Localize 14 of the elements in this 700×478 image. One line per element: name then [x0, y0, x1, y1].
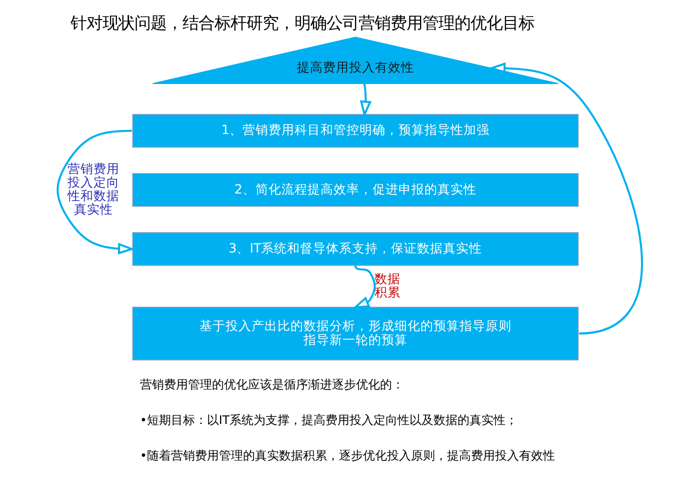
label: 营销费用管理的优化应该是循序渐进逐步优化的： [140, 377, 404, 392]
label: •随着营销费用管理的真实数据积累，逐步优化投入原则，提高费用投入有效性 [140, 448, 555, 462]
node-box: 基于投入产出比的数据分析，形成细化的预算指导原则 指导新一轮的预算 [132, 306, 579, 360]
arrow [352, 265, 376, 308]
edge-label: 数据积累 [374, 270, 401, 300]
arrow [56, 130, 135, 254]
arrow [360, 84, 372, 118]
edge-label: 营销费用投入定向性和数据真实性 [68, 160, 120, 217]
arrow [488, 62, 643, 335]
node-box: 2、简化流程提高效率，促进申报的真实性 [132, 173, 579, 207]
node-box: 3、IT系统和督导体系支持，保证数据真实性 [132, 232, 579, 266]
diagram-title: 针对现状问题，结合标杆研究，明确公司营销费用管理的优化目标 [70, 13, 535, 32]
label: •短期目标：以IT系统为支撑，提高费用投入定向性以及数据的真实性； [140, 412, 518, 427]
node-box: 1、营销费用科目和管控明确，预算指导性加强 [132, 114, 579, 148]
